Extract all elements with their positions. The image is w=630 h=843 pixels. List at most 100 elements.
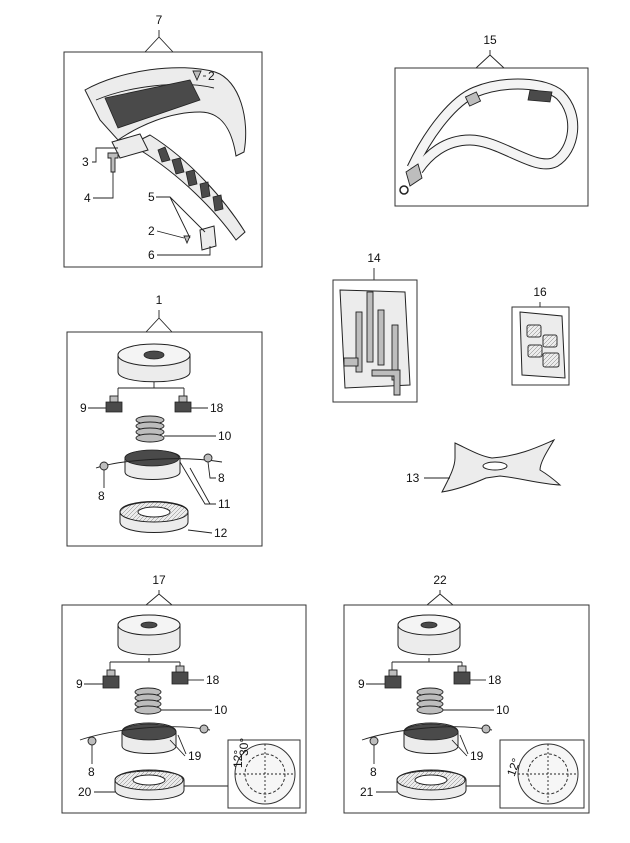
callout-guard-blade: 5 bbox=[148, 190, 155, 204]
strap-box bbox=[394, 67, 589, 207]
leader-b-spool bbox=[169, 734, 187, 757]
leader-head-spool bbox=[179, 461, 216, 505]
strap-pad bbox=[527, 89, 553, 103]
head-c-cap-center bbox=[420, 621, 438, 629]
head-spool-top bbox=[124, 449, 180, 467]
callout-c-knob-right: 18 bbox=[488, 673, 502, 687]
head-cap-center bbox=[143, 350, 165, 360]
head-b-detail-box bbox=[227, 739, 301, 809]
head-b-knob-right-stem bbox=[175, 665, 185, 673]
allen-key bbox=[371, 369, 401, 396]
group-label-toolkit: 14 bbox=[367, 251, 381, 265]
head-c-group: 22 12° 9 18 10 bbox=[343, 573, 590, 814]
head-knob-right bbox=[174, 401, 192, 413]
blade-group: 13 bbox=[406, 438, 562, 493]
head-b-detail-axes bbox=[235, 744, 295, 804]
toolkit-group: 14 bbox=[332, 251, 418, 403]
head-c-knob-right-stem bbox=[457, 665, 467, 673]
tool-small bbox=[343, 357, 359, 367]
strap-band-fill bbox=[407, 79, 578, 173]
head-b-knob-right bbox=[171, 671, 189, 685]
leader-screw-bottom bbox=[156, 230, 185, 239]
head-c-knob-links bbox=[391, 658, 463, 670]
head-b-leader bbox=[145, 590, 173, 606]
callout-head-eyelet-right: 8 bbox=[218, 471, 225, 485]
group-label-guard: 7 bbox=[156, 13, 163, 27]
head-eyelet-right bbox=[203, 453, 213, 463]
group-label-head-c: 22 bbox=[433, 573, 447, 587]
head-c-eyelet-right bbox=[481, 724, 491, 734]
head-b-knob-links bbox=[109, 658, 181, 670]
decal-group: 16 bbox=[511, 285, 570, 386]
head-b-dim-a: 12° bbox=[231, 750, 245, 768]
callout-bracket: 3 bbox=[82, 155, 89, 169]
strap-hook bbox=[405, 163, 423, 187]
strap-ring bbox=[399, 185, 409, 195]
head-knob-left bbox=[105, 401, 123, 413]
callout-c-spool: 19 bbox=[470, 749, 484, 763]
blade-hole bbox=[482, 461, 508, 471]
guard-box bbox=[63, 51, 263, 268]
bolt-part bbox=[107, 152, 119, 173]
callout-b-eyelet: 8 bbox=[88, 765, 95, 779]
guard-leader bbox=[144, 30, 174, 53]
callout-screw-bottom: 2 bbox=[148, 224, 155, 238]
screw-bottom-part bbox=[183, 235, 191, 245]
head-knob-links bbox=[117, 382, 185, 396]
toolkit-box bbox=[332, 279, 418, 403]
decal-piece-1 bbox=[526, 324, 542, 338]
callout-c-eyelet: 8 bbox=[370, 765, 377, 779]
group-label-strap: 15 bbox=[483, 33, 497, 47]
callout-b-spring: 10 bbox=[214, 703, 228, 717]
head-c-leader bbox=[426, 590, 454, 606]
head-b-knob-left-stem bbox=[106, 669, 116, 677]
decal-box bbox=[511, 306, 570, 386]
screw-top-part bbox=[192, 70, 202, 82]
strap-buckle bbox=[464, 91, 482, 107]
head-group: 1 9 18 10 8 bbox=[66, 293, 263, 547]
callout-plate: 6 bbox=[148, 248, 155, 262]
head-c-spring bbox=[416, 687, 444, 715]
head-c-knob-right bbox=[453, 671, 471, 685]
decal-piece-4 bbox=[542, 352, 560, 368]
head-box bbox=[66, 331, 263, 547]
callout-b-spool: 19 bbox=[188, 749, 202, 763]
head-c-knob-left bbox=[384, 675, 402, 689]
leader-c-spool bbox=[451, 734, 469, 757]
guard-teeth bbox=[157, 146, 224, 212]
leader-bolt bbox=[93, 172, 114, 199]
decal-piece-3 bbox=[527, 344, 543, 358]
callout-b-cover: 20 bbox=[78, 785, 92, 799]
callout-head-cover: 12 bbox=[214, 526, 228, 540]
head-spring bbox=[135, 415, 165, 443]
plate-part bbox=[199, 225, 217, 251]
leader-head-eyelet-right bbox=[207, 461, 216, 479]
head-b-eyelet-right bbox=[199, 724, 209, 734]
head-b-cover-hole bbox=[132, 774, 166, 786]
callout-c-spring: 10 bbox=[496, 703, 510, 717]
strap-leader bbox=[475, 50, 505, 69]
guard-rib bbox=[95, 83, 215, 101]
guard-extension bbox=[139, 134, 246, 241]
tool-rod-3 bbox=[377, 309, 385, 366]
callout-screw-top: 2 bbox=[208, 69, 215, 83]
callout-head-knob-left: 9 bbox=[80, 401, 87, 415]
head-b-eyelet-left bbox=[87, 736, 97, 746]
strap-group: 15 bbox=[394, 33, 589, 207]
head-knob-left-stem bbox=[109, 395, 119, 403]
head-b-dim-b: 30° bbox=[237, 738, 251, 756]
head-b-box bbox=[61, 604, 307, 814]
group-label-decal: 16 bbox=[533, 285, 547, 299]
leader-bracket bbox=[92, 147, 118, 163]
leader-head-cover bbox=[187, 529, 213, 534]
callout-head-eyelet-left: 8 bbox=[98, 489, 105, 503]
callout-b-knob-left: 9 bbox=[76, 677, 83, 691]
head-c-box bbox=[343, 604, 590, 814]
head-eyelet-left bbox=[99, 461, 109, 471]
head-cover-hole bbox=[137, 506, 171, 518]
callout-head-spool: 11 bbox=[218, 497, 231, 511]
head-c-knob-left-stem bbox=[388, 669, 398, 677]
group-label-blade: 13 bbox=[406, 471, 420, 485]
callout-b-knob-right: 18 bbox=[206, 673, 220, 687]
